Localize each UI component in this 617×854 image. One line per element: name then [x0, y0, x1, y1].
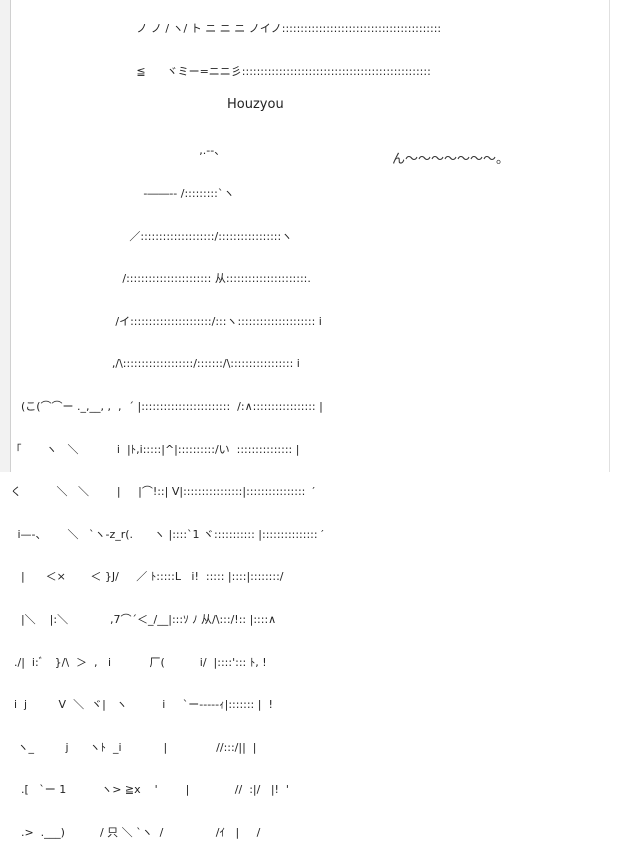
art-line: -――-- /:::::::::`ヽ: [0, 187, 235, 200]
art-line: | ＜× ＜ }J/ ／ ﾄ:::::L i! ::::: |::::|::::…: [0, 570, 284, 584]
speech-text: ん〜〜〜〜〜〜〜。: [392, 152, 510, 167]
art-line: |＼ |:＼ ,7⌒´＜_/__|:::ｿ ﾉ 从/\:::/!:: |::::…: [0, 612, 277, 626]
ascii-art-figure: ,.--、 -――-- /:::::::::`ヽ ／::::::::::::::…: [0, 116, 324, 854]
art-line: ≦ ヾミー=ニニ彡:::::::::::::::::::::::::::::::…: [0, 65, 431, 78]
art-line: ,.--、: [0, 144, 226, 158]
art-line: (こ(⌒⌒ー ._,__, , , ´ |:::::::::::::::::::…: [0, 399, 323, 413]
art-line: i—-、 ＼ `ヽ-z_r(. ヽ |::::`1 ヾ::::::::::: |…: [0, 527, 324, 541]
art-line: i j V ＼ ヾ| ヽ i `ー-----ｨ|::::::: | !: [0, 698, 273, 712]
art-line: ヽ_ j ヽﾄ _i | //:::/|| |: [0, 740, 257, 754]
art-line: ／::::::::::::::::::::/:::::::::::::::::ヽ: [0, 229, 293, 243]
art-line: ノ ノ / ヽ/ ト ニ ニ ニ ノイノ::::::::::::::::::::…: [0, 22, 442, 36]
art-line: .> .___) / 只 ＼ `ヽ / /ｲ | /: [0, 825, 261, 839]
art-line: ./| i:ﾞ }/\ ＞ , i 厂( i/ |::::'::: ﾄ, !: [0, 655, 267, 669]
art-line: く ＼ ＼ | |⌒!::| V|::::::::::::::::|::::::…: [0, 485, 315, 499]
art-line: ,/\:::::::::::::::::::/:::::::/\::::::::…: [0, 357, 300, 371]
art-line: /::::::::::::::::::::::: 从::::::::::::::…: [0, 272, 311, 286]
art-line: 「 ヽ ＼ i |ﾄ,i:::::|^|::::::::::/い :::::::…: [0, 442, 300, 456]
art-line: /イ::::::::::::::::::::::/:::ヽ:::::::::::…: [0, 314, 322, 328]
right-rule: [609, 0, 617, 472]
art-line: .[ `ー 1 ヽ> ≧x ' | // :|/ |! ': [0, 783, 289, 797]
ascii-art: ノ ノ / ヽ/ ト ニ ニ ニ ノイノ::::::::::::::::::::…: [0, 0, 441, 93]
left-rule: [0, 0, 11, 472]
caption: Houzyou: [227, 97, 284, 112]
